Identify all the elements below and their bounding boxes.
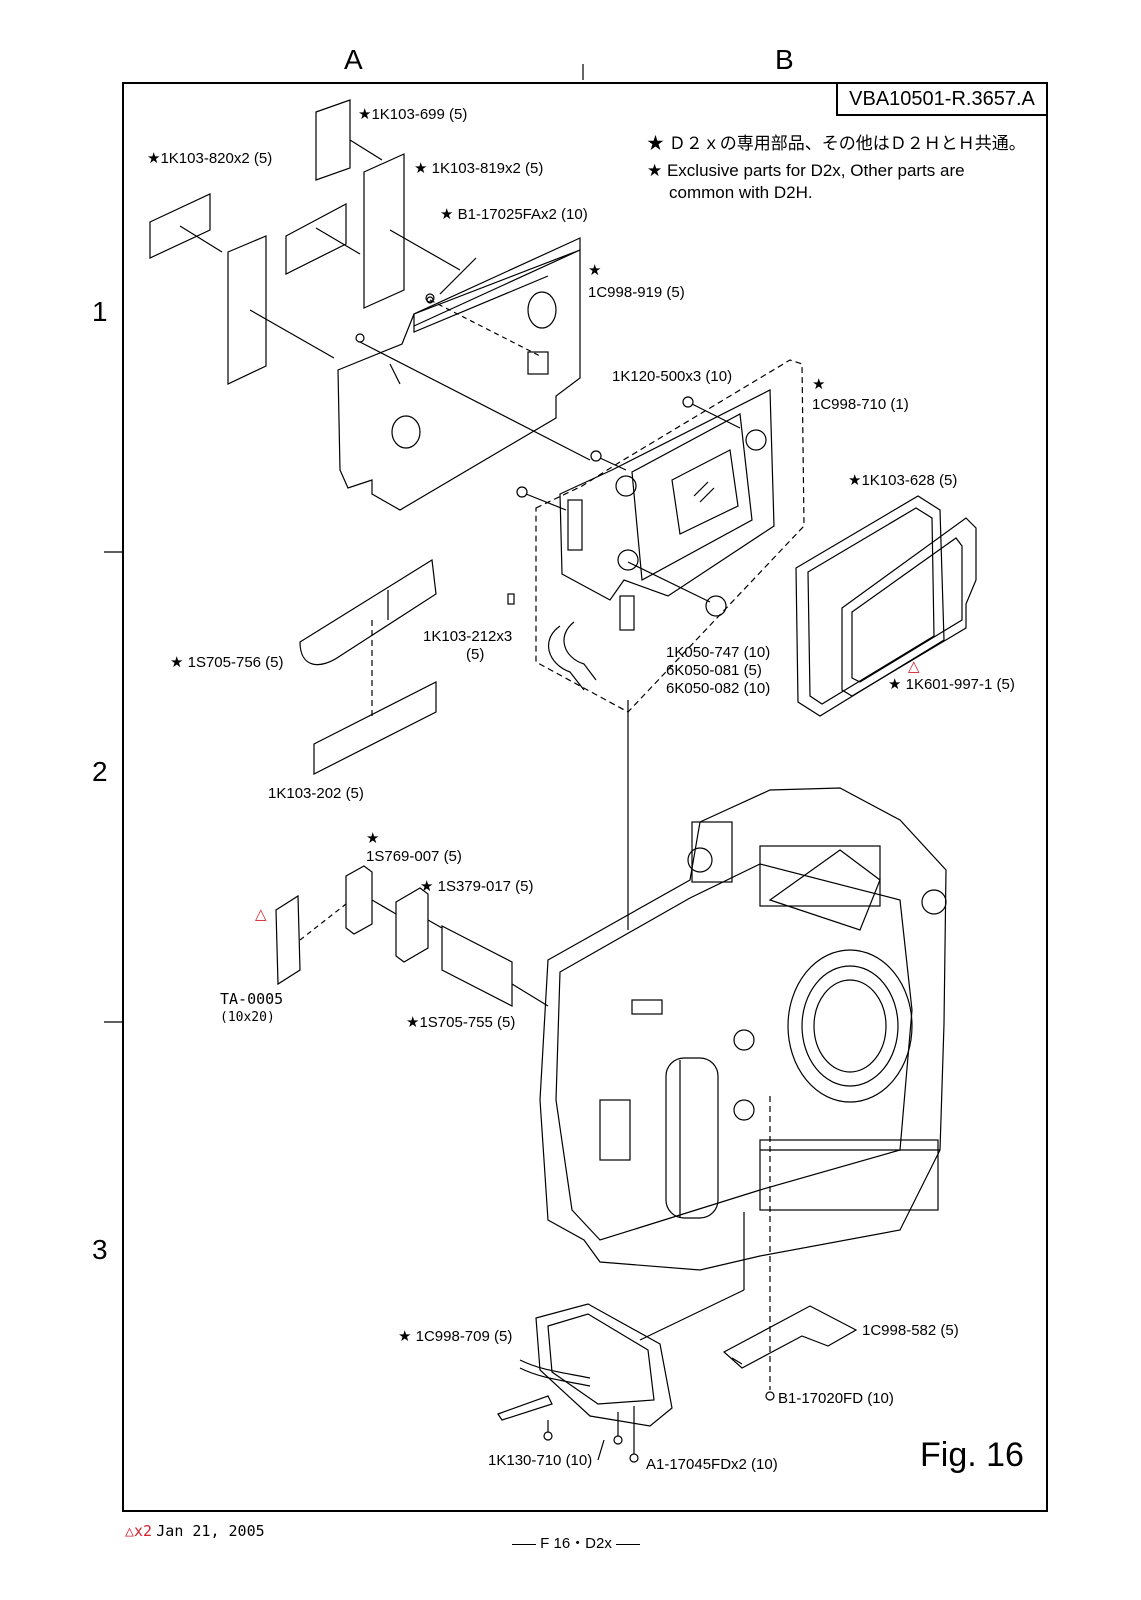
label-1c998-710-star: ★ <box>812 376 826 393</box>
label-1k103-820: ★1K103-820x2 (5) <box>147 150 273 167</box>
diagram-frame <box>122 82 1048 1512</box>
label-1c998-710: 1C998-710 (1) <box>812 396 909 413</box>
label-1s769-007-star: ★ <box>366 830 380 847</box>
label-1k103-699: ★1K103-699 (5) <box>358 106 468 123</box>
label-1k103-212-a: 1K103-212x3 <box>423 628 513 645</box>
figure-label: Fig. 16 <box>920 1436 1024 1474</box>
camera-body <box>539 787 947 1271</box>
row-header-3: 3 <box>92 1234 108 1265</box>
column-header-b: B <box>775 44 794 75</box>
battery-chamber-1c998-709 <box>497 1303 673 1427</box>
label-b1-17025fa: ★ B1-17025FAx2 (10) <box>440 206 588 223</box>
connector-1s379-017 <box>395 887 429 963</box>
document-id-box: VBA10501-R.3657.A <box>836 82 1048 116</box>
row-header-2: 2 <box>92 756 108 787</box>
revision-triangle-2: △ <box>255 906 267 923</box>
label-1k050-747: 1K050-747 (10) <box>666 644 771 661</box>
label-1c998-582: 1C998-582 (5) <box>862 1322 959 1339</box>
sheet-1k103-202 <box>313 681 437 775</box>
label-a1-17045fd: A1-17045FDx2 (10) <box>646 1456 778 1473</box>
label-1k120-500: 1K120-500x3 (10) <box>612 368 733 385</box>
connector-1s769-007 <box>345 865 373 935</box>
rubber-frame-1k103-628 <box>795 495 945 717</box>
footer-rule-left <box>512 1543 536 1545</box>
plate-1c998-582 <box>722 1305 858 1369</box>
washer-1k050-747 <box>705 595 727 617</box>
label-1k103-628: ★1K103-628 (5) <box>848 472 958 489</box>
sheet-1s705-755 <box>441 925 513 1007</box>
bracket-plate-1c998-919 <box>337 237 581 511</box>
label-ta-0005-size: (10x20) <box>220 1010 275 1025</box>
note-japanese: ★ Ｄ２ｘの専用部品、その他はＤ２ＨとＨ共通。 <box>647 134 1026 153</box>
footer-rule-right <box>616 1543 641 1545</box>
label-1k103-202: 1K103-202 (5) <box>268 785 364 802</box>
flex-1s705-756 <box>299 558 437 666</box>
clip-1k103-212 <box>507 593 515 605</box>
gasket-1k601-997-1 <box>841 517 977 697</box>
sheet-large <box>227 235 267 385</box>
revision-date: Jan 21, 2005 <box>156 1522 265 1540</box>
tape-ta-0005 <box>275 894 301 986</box>
column-header-a: A <box>344 44 363 75</box>
label-1k103-819: ★ 1K103-819x2 (5) <box>414 160 544 177</box>
label-1c998-919: 1C998-919 (5) <box>588 284 685 301</box>
label-1k130-710: 1K130-710 (10) <box>488 1452 593 1469</box>
row-header-1: 1 <box>92 296 108 327</box>
sheet-1k103-699 <box>315 99 351 181</box>
sensor-assembly-1c998-710 <box>516 359 805 713</box>
label-1s705-756: ★ 1S705-756 (5) <box>170 654 284 671</box>
label-ta-0005: TA-0005 <box>220 990 284 1008</box>
label-1s705-755: ★1S705-755 (5) <box>406 1014 516 1031</box>
note-english-line2: common with D2H. <box>669 183 813 202</box>
label-1c998-919-star: ★ <box>588 262 602 279</box>
label-1k103-212-b: (5) <box>466 646 485 663</box>
label-b1-17020fd: B1-17020FD (10) <box>778 1390 894 1407</box>
label-6k050-081: 6K050-081 (5) <box>666 662 762 679</box>
label-1k601-997-1: ★ 1K601-997-1 (5) <box>888 676 1015 693</box>
label-6k050-082: 6K050-082 (10) <box>666 680 771 697</box>
sheet-1k103-819-b <box>363 153 405 309</box>
label-1s769-007: 1S769-007 (5) <box>366 848 462 865</box>
label-1c998-709: ★ 1C998-709 (5) <box>398 1328 513 1345</box>
sheet-1k103-820 <box>149 193 211 259</box>
screw-b1-17020fd <box>765 1391 775 1401</box>
page-footer-text: F 16・D2x <box>540 1535 612 1552</box>
note-english-line1: ★ Exclusive parts for D2x, Other parts a… <box>647 161 965 180</box>
flex-cable <box>548 625 585 691</box>
revision-triangle-1: △ <box>908 658 920 675</box>
sheet-1k103-819-a <box>285 203 347 275</box>
revision-mark: △x2 <box>125 1522 153 1540</box>
revision-note: △x2 Jan 21, 2005 <box>125 1522 265 1540</box>
label-1s379-017: ★ 1S379-017 (5) <box>420 878 534 895</box>
page-footer: F 16・D2x <box>512 1532 641 1553</box>
